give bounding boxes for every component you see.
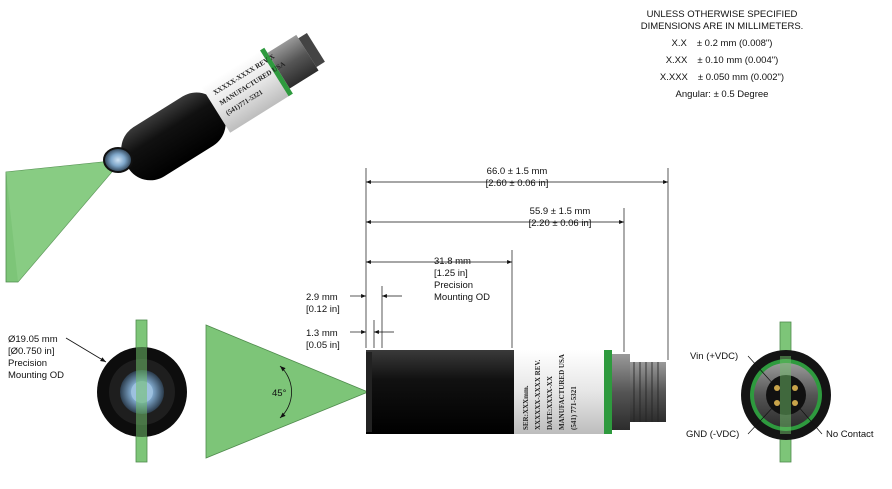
- diameter-label-2: Mounting OD: [8, 370, 64, 381]
- tolerance-row: X.XX ± 0.10 mm (0.004"): [622, 55, 822, 67]
- precision-label-2: Mounting OD: [434, 292, 490, 303]
- dimension-texts: 66.0 ± 1.5 mm [2.60 ± 0.06 in] 55.9 ± 1.…: [8, 166, 591, 399]
- connector-end-view: Vin (+VDC) GND (-VDC) No Contact: [686, 321, 874, 463]
- overall-length-in: [2.60 ± 0.06 in]: [486, 178, 549, 189]
- tolerance-angular: Angular: ± 0.5 Degree: [622, 89, 822, 101]
- diameter-mm: Ø19.05 mm: [8, 334, 58, 345]
- side-view-body: [366, 350, 516, 434]
- tolerance-value: ± 0.050 mm (0.002"): [697, 72, 785, 83]
- svg-text:XXXXXX-XXXX REV.: XXXXXX-XXXX REV.: [534, 359, 542, 430]
- side-view-beam: [205, 324, 370, 459]
- tolerance-key: X.XXX: [659, 72, 688, 83]
- side-view: SER:XXXmm. XXXXXX-XXXX REV. DATE:XXXX-XX…: [205, 324, 666, 459]
- beam-angle: 45°: [272, 388, 287, 399]
- tolerance-key: X.X: [671, 38, 687, 49]
- iso-beam-cone: [6, 160, 122, 282]
- svg-text:MANUFACTURED USA: MANUFACTURED USA: [558, 354, 566, 430]
- iso-lens: [103, 147, 133, 173]
- nc-label: No Contact: [826, 429, 874, 440]
- iso-label-band: [201, 48, 292, 133]
- tolerance-row: X.XXX ± 0.050 mm (0.002"): [622, 72, 822, 84]
- side-view-label: [514, 350, 606, 434]
- iso-connector: [267, 34, 319, 89]
- precision-label: Precision: [434, 280, 473, 291]
- tolerance-angular-text: Angular: ± 0.5 Degree: [675, 89, 769, 100]
- gnd-label: GND (-VDC): [686, 429, 739, 440]
- tolerance-value: ± 0.10 mm (0.004"): [697, 55, 779, 66]
- vin-label: Vin (+VDC): [690, 351, 738, 362]
- step-29-in: [0.12 in]: [306, 304, 340, 315]
- precision-length-in: [1.25 in]: [434, 268, 468, 279]
- step-29-mm: 2.9 mm: [306, 292, 338, 303]
- tolerance-value: ± 0.2 mm (0.008"): [696, 38, 773, 49]
- tolerance-row: X.X ± 0.2 mm (0.008"): [622, 38, 822, 50]
- isometric-sensor-view: XXXXX-XXXX REV X MANUFACTURED USA (541)7…: [5, 32, 325, 283]
- step-13-in: [0.05 in]: [306, 340, 340, 351]
- diameter-label: Precision: [8, 358, 47, 369]
- tolerance-heading-2: DIMENSIONS ARE IN MILLIMETERS.: [640, 21, 804, 32]
- pin-gnd: [774, 400, 780, 406]
- pin-vin: [774, 385, 780, 391]
- svg-text:DATE:XXXX-XX: DATE:XXXX-XX: [546, 376, 554, 430]
- end-view: [65, 319, 187, 463]
- diameter-in: [Ø0.750 in]: [8, 346, 54, 357]
- tolerance-heading-1: UNLESS OTHERWISE SPECIFIED: [646, 9, 798, 20]
- tolerance-block: UNLESS OTHERWISE SPECIFIED DIMENSIONS AR…: [622, 9, 822, 101]
- overall-length-mm: 66.0 ± 1.5 mm: [487, 166, 548, 177]
- pin-4: [792, 400, 798, 406]
- svg-text:(541) 771-5321: (541) 771-5321: [570, 386, 578, 430]
- body-length-in: [2.20 ± 0.06 in]: [529, 218, 592, 229]
- side-view-connector: [612, 354, 630, 430]
- tolerance-key: X.XX: [665, 55, 688, 66]
- pin-nc: [792, 385, 798, 391]
- dimension-lines: [350, 168, 669, 360]
- iso-body: [121, 92, 226, 181]
- body-length-mm: 55.9 ± 1.5 mm: [530, 206, 591, 217]
- precision-length-mm: 31.8 mm: [434, 256, 471, 267]
- svg-text:SER:XXXmm.: SER:XXXmm.: [522, 385, 530, 430]
- step-13-mm: 1.3 mm: [306, 328, 338, 339]
